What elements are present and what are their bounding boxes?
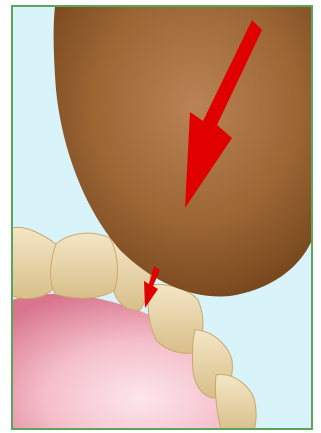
tooth bbox=[51, 233, 120, 298]
